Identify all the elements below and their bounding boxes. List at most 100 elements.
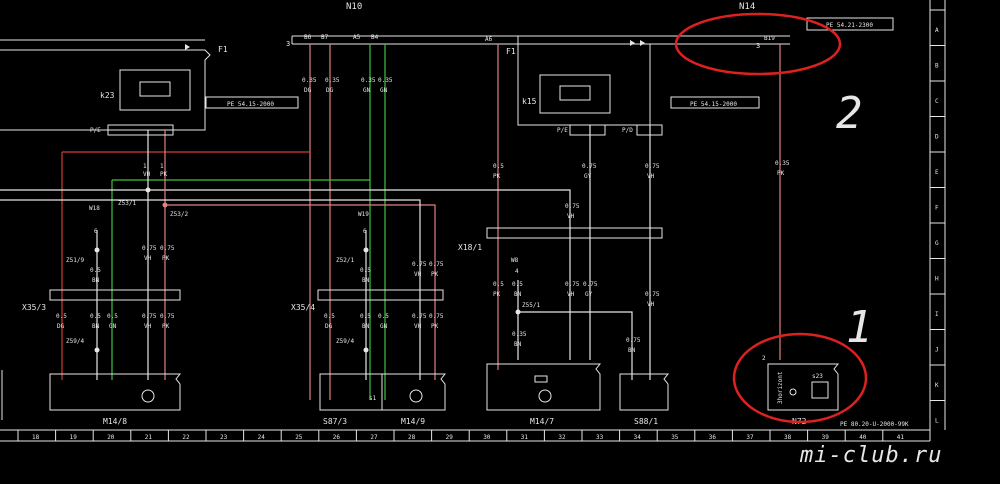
grid-letter: H <box>935 276 939 283</box>
grid-letter: C <box>935 98 939 105</box>
annotation-one: 1 <box>846 302 873 353</box>
wire-label: 0.5 <box>360 267 371 274</box>
wire-label: 0.75 <box>412 313 427 320</box>
grid-number: 39 <box>822 434 830 441</box>
wire-label: VH <box>144 323 152 330</box>
n72-pin-2: 2 <box>762 355 766 362</box>
fuse-f1-left: F1 <box>218 45 228 54</box>
grid-letter: G <box>935 240 939 247</box>
pin-a5: A5 <box>353 34 361 41</box>
component-s88-1: S88/1 <box>634 417 658 426</box>
grid-letter: A <box>935 27 939 34</box>
component-m14-8: M14/8 <box>103 417 127 426</box>
grid-number: 33 <box>596 434 604 441</box>
top-rail <box>0 35 790 51</box>
wire-label: 0.5 <box>493 281 504 288</box>
wire-label: PK <box>162 255 170 262</box>
wire-label: VH <box>647 173 655 180</box>
grid-number: 28 <box>408 434 416 441</box>
wire-label: PK <box>777 170 785 177</box>
connector-bars <box>49 124 663 301</box>
wire-label: 0.35 <box>775 160 790 167</box>
wire-label: 0.5 <box>493 163 504 170</box>
wire-label: GN <box>109 323 117 330</box>
grid-number: 30 <box>483 434 491 441</box>
wire-label: VH <box>143 171 151 178</box>
grid-number: 19 <box>70 434 78 441</box>
ground-w19: W19 <box>358 211 369 218</box>
wire-label: 0.75 <box>142 313 157 320</box>
wire-label: BN <box>92 277 100 284</box>
grid-number: 18 <box>32 434 40 441</box>
wire-label: PK <box>160 171 168 178</box>
wire-label: 0.5 <box>512 281 523 288</box>
ref-pe-5415-right: PE 54.15-2000 <box>690 101 737 108</box>
wire-label: 0.75 <box>142 245 157 252</box>
grid-number: 41 <box>897 434 905 441</box>
wire-label: 0.35 <box>378 77 393 84</box>
wire-label: PK <box>431 323 439 330</box>
grid-letter: B <box>935 63 939 70</box>
wire-label: 0.5 <box>324 313 335 320</box>
wire-label: 0.75 <box>412 261 427 268</box>
wire-label: 0.5 <box>90 267 101 274</box>
wire-label: PK <box>162 323 170 330</box>
wire-label: VH <box>567 291 575 298</box>
wire-label: 0.75 <box>645 291 660 298</box>
grid-number: 27 <box>370 434 378 441</box>
fuse-f1-right: F1 <box>506 47 516 56</box>
wire-label: 1 <box>160 163 164 170</box>
wire-label: VH <box>414 323 422 330</box>
wire-labels: 0.35 DG 0.35 DG 0.35 GN 0.35 GN 0.5 PK 0… <box>56 77 790 354</box>
pin-b6: B6 <box>304 34 312 41</box>
connector-x35-3: X35/3 <box>22 303 46 312</box>
wire-label: DG <box>325 323 333 330</box>
wire-label: VH <box>414 271 422 278</box>
pin-b4: B4 <box>371 34 379 41</box>
annotation-marks <box>674 12 868 424</box>
connector-x18-1: X18/1 <box>458 243 482 252</box>
component-s23: s23 <box>812 373 823 380</box>
grid-number: 35 <box>671 434 679 441</box>
ref-boxes <box>205 17 894 109</box>
wire-label: BN <box>514 341 522 348</box>
wire-label: 0.75 <box>583 281 598 288</box>
grid-letter: F <box>935 205 939 212</box>
wire-label: PK <box>493 291 501 298</box>
grid-number: 22 <box>182 434 190 441</box>
wire-label: 0.35 <box>512 331 527 338</box>
wire-label: GY <box>584 173 592 180</box>
pe-pin-3: P/D <box>622 127 633 134</box>
grid-number: 29 <box>446 434 454 441</box>
ground-w8: W8 <box>511 257 519 264</box>
grid-letter: D <box>935 134 939 141</box>
wire-label: DG <box>326 87 334 94</box>
wire-label: 0.5 <box>378 313 389 320</box>
grid-number: 24 <box>258 434 266 441</box>
wire-label: GN <box>380 87 388 94</box>
n72-module-label: 3horizont <box>777 371 784 404</box>
grid-number: 23 <box>220 434 228 441</box>
ref-pe-5415-left: PE 54.15-2000 <box>227 101 274 108</box>
n14-pin-3: 3 <box>756 42 760 50</box>
grid-number: 31 <box>521 434 529 441</box>
relay-k23-box <box>0 49 211 131</box>
pe-pin-2: P/E <box>557 127 568 134</box>
wire-label: 0.75 <box>429 313 444 320</box>
wire-label: PK <box>431 271 439 278</box>
wire-label: 0.35 <box>302 77 317 84</box>
component-s1: s1 <box>369 395 377 402</box>
wire-label: GN <box>363 87 371 94</box>
wire-label: BN <box>514 291 522 298</box>
splice-points <box>94 187 521 353</box>
wire-label: 0.75 <box>645 163 660 170</box>
component-s87-3: S87/3 <box>323 417 347 426</box>
grid-number: 40 <box>859 434 867 441</box>
rail-arrows <box>185 40 645 50</box>
relay-k15-box <box>517 44 651 126</box>
grid-number: 32 <box>558 434 566 441</box>
wire-label: DG <box>304 87 312 94</box>
grid-ticks <box>17 9 945 441</box>
